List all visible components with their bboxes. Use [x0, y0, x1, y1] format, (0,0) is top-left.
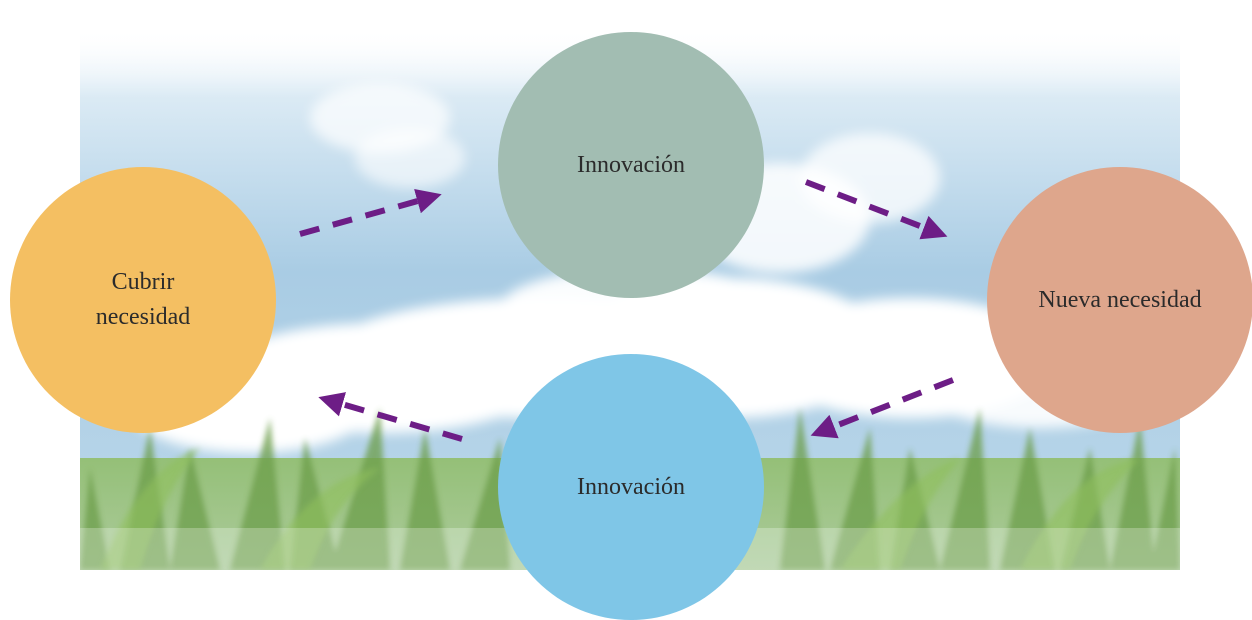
node-cubrir-line1: Cubrir — [111, 269, 175, 296]
node-cubrir-line2: necesidad — [95, 304, 191, 330]
node-cubrir-necesidad: Cubrir necesidad — [10, 167, 276, 433]
node-nueva-necesidad: Nueva necesidad — [987, 167, 1252, 433]
node-innovacion-bottom-label: Innovación — [577, 473, 685, 500]
node-innovacion-top-label: Innovación — [577, 151, 685, 178]
node-innovacion-bottom: Innovación — [498, 354, 764, 620]
node-innovacion-top: Innovación — [498, 32, 764, 298]
node-nueva-label: Nueva necesidad — [1038, 286, 1202, 313]
